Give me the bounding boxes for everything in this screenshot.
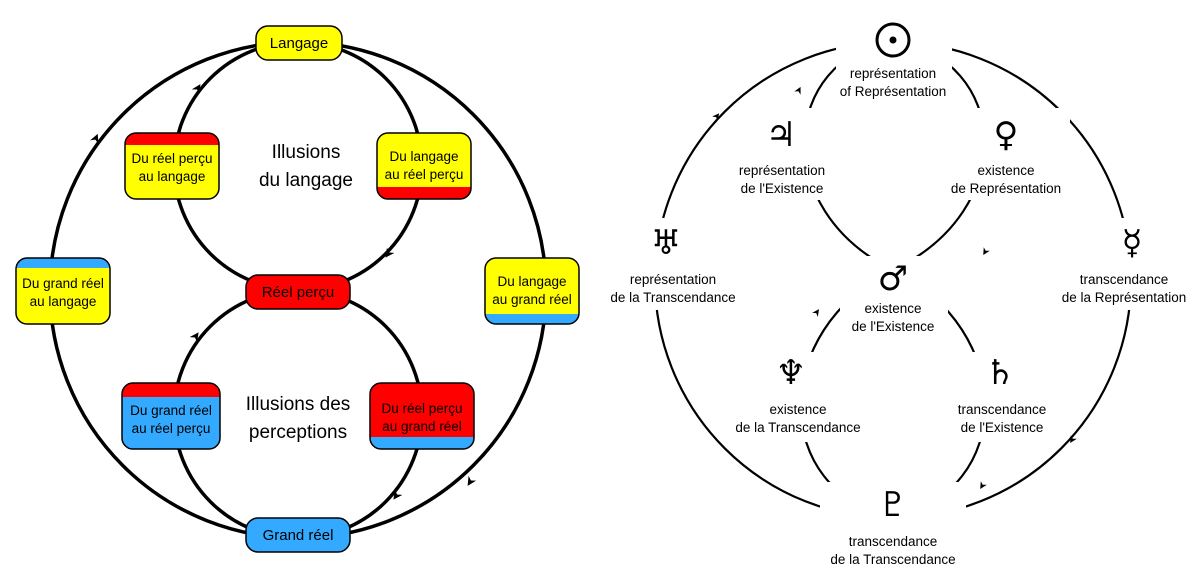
pluto-node: ♇ transcendance de la Transcendance (830, 485, 955, 567)
jupiter-icon: ♃ (766, 115, 796, 155)
box-langage-reel-percu-line2: au réel perçu (385, 167, 464, 182)
box-langage-reel-percu: Du langage au réel perçu (376, 132, 472, 200)
node-langage: Langage (255, 25, 343, 61)
saturn-label-line2: de l'Existence (961, 420, 1044, 435)
arrow-r-lower-left (812, 309, 820, 317)
pluto-label-line2: de la Transcendance (830, 552, 955, 567)
node-grand-reel: Grand réel (245, 517, 351, 553)
mars-label-line1: existence (864, 301, 921, 316)
title-illusions-langage-line1: Illusions (272, 142, 341, 163)
box-reel-percu-langage-line1: Du réel perçu (131, 151, 212, 166)
box-reel-percu-langage-line2: au langage (139, 169, 206, 184)
node-grand-reel-label: Grand réel (263, 527, 334, 544)
uranus-node: ♅ représentation de la Transcendance (610, 223, 735, 305)
uranus-label-line1: représentation (630, 272, 716, 287)
box-grand-reel-reel-percu-line2: au réel perçu (132, 421, 211, 436)
saturn-label-line1: transcendance (958, 402, 1047, 417)
mercury-node: ☿ transcendance de la Représentation (1062, 223, 1187, 305)
box-langage-grand-reel-line1: Du langage (497, 274, 566, 289)
box-reel-percu-grand-reel: Du réel perçu au grand réel (369, 382, 475, 450)
arrow-r-lower-right (980, 481, 987, 490)
node-reel-percu-label: Réel perçu (262, 284, 335, 301)
arrow-r-upper-left (794, 86, 801, 95)
neptune-label-line1: existence (769, 402, 826, 417)
box-reel-percu-grand-reel-line2: au grand réel (382, 419, 462, 434)
sun-icon (875, 22, 911, 58)
node-reel-percu: Réel perçu (245, 274, 351, 310)
venus-node: ♀ existence de Représentation (951, 115, 1061, 196)
box-grand-reel-langage-line1: Du grand réel (22, 276, 104, 291)
mars-node: ♂ existence de l'Existence (852, 259, 935, 334)
mercury-label-line1: transcendance (1080, 272, 1169, 287)
title-illusions-perceptions-line1: Illusions des (246, 394, 351, 415)
jupiter-label-line1: représentation (739, 163, 825, 178)
title-illusions-langage-line2: du langage (259, 170, 353, 191)
title-illusions-perceptions-line2: perceptions (249, 422, 347, 443)
venus-icon: ♀ (994, 115, 1019, 155)
neptune-node: ♆ existence de la Transcendance (735, 353, 860, 435)
box-reel-percu-grand-reel-line1: Du réel perçu (381, 401, 462, 416)
box-grand-reel-reel-percu-line1: Du grand réel (130, 403, 212, 418)
mercury-label-line2: de la Représentation (1062, 290, 1187, 305)
box-grand-reel-langage-line2: au langage (30, 294, 97, 309)
venus-label-line1: existence (977, 163, 1034, 178)
mars-label-line2: de l'Existence (852, 319, 935, 334)
sun-label-line1: représentation (850, 66, 936, 81)
sun-label-line2: of Représentation (840, 84, 947, 99)
arrow-r-upper-right (983, 247, 990, 256)
sun-node: représentation of Représentation (840, 22, 947, 99)
right-diagram: représentation of Représentation ♃ repré… (610, 18, 1200, 574)
pluto-label-line1: transcendance (849, 534, 938, 549)
box-grand-reel-reel-percu: Du grand réel au réel perçu (121, 382, 221, 450)
neptune-label-line2: de la Transcendance (735, 420, 860, 435)
uranus-icon: ♅ (651, 223, 681, 263)
box-reel-percu-langage: Du réel perçu au langage (124, 132, 220, 200)
jupiter-node: ♃ représentation de l'Existence (739, 115, 825, 196)
saturn-node: ♄ transcendance de l'Existence (958, 353, 1047, 435)
box-grand-reel-langage: Du grand réel au langage (15, 257, 111, 325)
box-langage-reel-percu-line1: Du langage (389, 149, 458, 164)
box-langage-grand-reel-line2: au grand réel (492, 292, 572, 307)
venus-label-line2: de Représentation (951, 181, 1061, 196)
left-diagram: Langage Réel perçu Grand réel Du réel pe… (15, 25, 580, 553)
mars-icon: ♂ (878, 259, 908, 299)
pluto-icon: ♇ (878, 485, 908, 525)
box-langage-grand-reel: Du langage au grand réel (484, 257, 580, 325)
uranus-label-line2: de la Transcendance (610, 290, 735, 305)
jupiter-label-line2: de l'Existence (741, 181, 824, 196)
node-langage-label: Langage (270, 35, 328, 52)
saturn-icon: ♄ (985, 353, 1015, 393)
neptune-icon: ♆ (776, 353, 806, 393)
mercury-icon: ☿ (1122, 223, 1143, 263)
